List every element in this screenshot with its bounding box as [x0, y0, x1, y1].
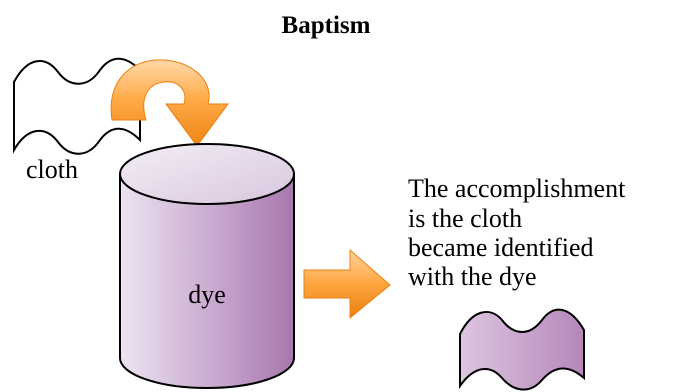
right-arrow-icon: [303, 248, 391, 320]
dye-cylinder: [119, 143, 295, 389]
note-line-4: with the dye: [408, 262, 537, 291]
note-line-3: became identified: [408, 233, 594, 262]
cloth-label: cloth: [26, 155, 78, 184]
dyed-cloth-shape: [459, 308, 585, 391]
result-note: The accomplishment is the cloth became i…: [408, 174, 626, 291]
curved-arrow-icon: [110, 59, 229, 147]
diagram-title: Baptism: [282, 12, 371, 39]
note-line-1: The accomplishment: [408, 174, 626, 203]
plain-cloth-shape: [13, 57, 141, 155]
dye-label: dye: [188, 280, 226, 309]
note-line-2: is the cloth: [408, 204, 522, 233]
